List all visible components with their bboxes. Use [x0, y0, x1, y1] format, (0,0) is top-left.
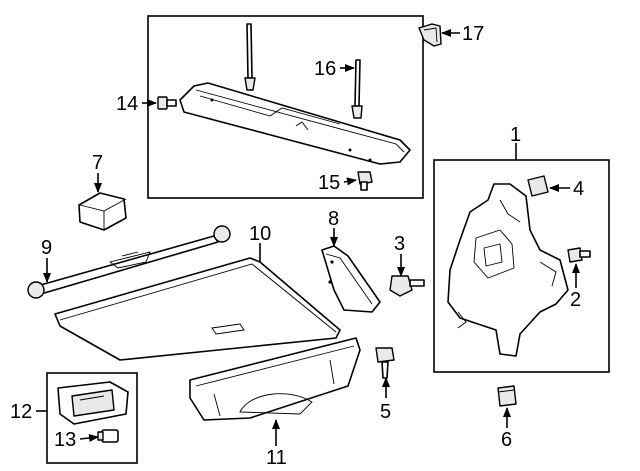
callout-14: 14 — [116, 93, 138, 115]
part-11-sill-plate-icon — [189, 337, 361, 421]
part-1-quarter-trim-icon — [447, 183, 569, 357]
callout-15: 15 — [318, 172, 340, 194]
callout-16: 16 — [314, 58, 336, 80]
callout-11: 11 — [266, 447, 287, 469]
callout-7: 7 — [92, 152, 103, 174]
leader-15 — [343, 177, 357, 186]
part-16-strap-icon — [351, 59, 363, 119]
part-9-support-rod-icon — [27, 225, 231, 299]
callout-9: 9 — [41, 237, 52, 259]
part-7-cover-icon — [78, 192, 127, 231]
callout-1: 1 — [510, 124, 521, 146]
part-10-cargo-cover-icon — [54, 257, 341, 361]
callout-10: 10 — [249, 223, 271, 245]
callout-17: 17 — [462, 23, 484, 45]
part-8-bracket-icon — [321, 245, 381, 313]
leader-13 — [79, 434, 99, 442]
callout-13: 13 — [54, 429, 76, 451]
callout-4: 4 — [573, 178, 584, 200]
quarter-trim-group-box — [433, 159, 610, 373]
part-12-lamp-icon — [57, 381, 129, 425]
part-4-clip-icon — [527, 175, 549, 197]
callout-6: 6 — [501, 429, 512, 451]
part-6-plug-icon — [497, 385, 517, 407]
strap-left-icon — [244, 23, 256, 91]
callout-2: 2 — [570, 289, 581, 311]
callout-3: 3 — [394, 233, 405, 255]
lamp-group-box — [46, 372, 138, 464]
part-5-fastener-icon — [375, 347, 395, 379]
callout-8: 8 — [328, 208, 339, 230]
part-2-bolt-icon — [567, 247, 591, 263]
package-tray-panel — [179, 82, 411, 165]
package-tray-group-box — [147, 15, 424, 199]
part-17-clip-icon — [418, 23, 442, 47]
callout-5: 5 — [380, 401, 391, 423]
callout-12: 12 — [10, 401, 32, 423]
part-3-fastener-icon — [389, 275, 425, 297]
part-14-bolt-icon — [157, 96, 177, 110]
part-15-bolt-icon — [357, 171, 373, 191]
part-13-bulb-icon — [97, 429, 119, 443]
